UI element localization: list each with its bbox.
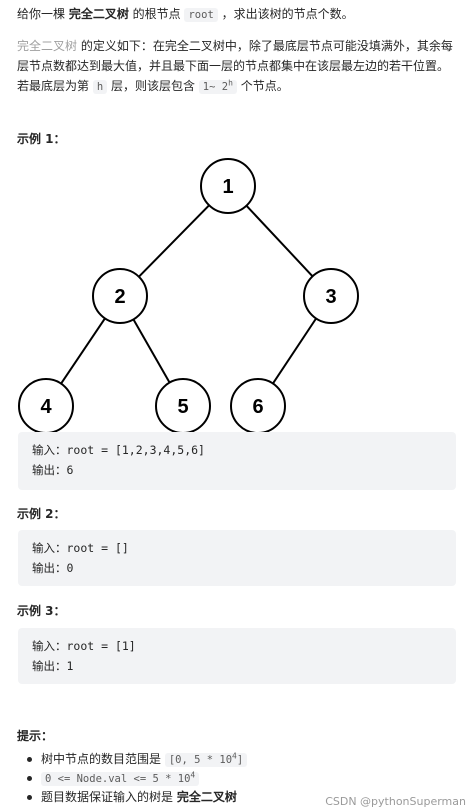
example-2-codebox: 输入：root = [] 输出：0 [18,530,456,586]
example-2-output: 输出：0 [32,561,74,575]
tips-list: 树中节点的数目范围是 [0, 5 * 104] 0 <= Node.val <=… [27,750,248,807]
tips-item-3-bold: 完全二叉树 [176,790,237,804]
inline-code-root: root [184,8,218,22]
example-3-codebox: 输入：root = [1] 输出：1 [18,628,456,684]
watermark: CSDN @pythonSuperman [325,795,466,808]
tree-node-label: 4 [40,396,52,418]
tips-item-text: 树中节点的数目范围是 [41,752,165,766]
tree-node-4: 4 [18,378,74,434]
tips-item-1-code-sup: 4 [232,751,237,761]
tree-node-label: 1 [222,176,233,198]
example-1-title: 示例 1： [17,132,66,146]
tree-node-label: 5 [177,396,188,418]
example-3-input: 输入：root = [1] [32,639,136,653]
tips-item-2-code-sup: 4 [190,770,196,780]
definition-link[interactable]: 完全二叉树 [17,39,78,53]
definition-text: 个节点。 [236,79,289,93]
intro-paragraph: 给你一棵 完全二叉树 的根节点 root ，求出该树的节点个数。 [17,4,457,25]
binary-tree-diagram: 1 2 3 4 5 6 [18,158,359,434]
tips-item-1-code-end: ] [236,754,244,766]
tree-edges [60,204,317,385]
tree-node-circle [92,268,148,324]
intro-text: ，求出该树的节点个数。 [217,7,354,21]
tree-node-6: 6 [230,378,286,434]
example-3-output: 输出：1 [32,659,74,673]
tree-node-5: 5 [155,378,211,434]
tips-item-text: 题目数据保证输入的树是 [41,790,177,804]
example-1-codebox: 输入：root = [1,2,3,4,5,6] 输出：6 [18,432,456,490]
definition-text: 层，则该层包含 [107,79,199,93]
tree-edge [138,204,210,278]
tree-node-circle [200,158,256,214]
tree-node-1: 1 [200,158,256,214]
tree-node-label: 6 [252,396,263,418]
example-3-title: 示例 3： [17,604,66,618]
definition-text: 的定义如下：在完全二叉树中，除了最底层节点可能没填满外，其余每层节点数都达到最大… [17,39,453,93]
tree-node-label: 2 [114,286,125,308]
tips-title: 提示： [17,729,54,743]
inline-code-range-sup: h [228,78,233,88]
intro-text: 的根节点 [128,7,185,21]
tips-item-2-code-base: 0 <= Node.val <= 5 * 10 [45,773,191,785]
tips-item-1-code-base: [0, 5 * 10 [168,754,233,766]
inline-code-range-base: 1~ 2 [202,81,229,93]
example-1-input: 输入：root = [1,2,3,4,5,6] [32,443,205,457]
tree-node-3: 3 [303,268,359,324]
tips-item-1: 树中节点的数目范围是 [0, 5 * 104] [27,750,248,769]
tree-node-2: 2 [92,268,148,324]
example-2-input: 输入：root = [] [32,541,129,555]
tree-edge [272,317,317,385]
definition-paragraph: 完全二叉树 的定义如下：在完全二叉树中，除了最底层节点可能没填满外，其余每层节点… [17,36,457,97]
tree-edge [132,318,171,384]
inline-code-range: 1~ 2h [198,78,237,94]
example-1-output: 输出：6 [32,463,74,477]
tips-item-2-code: 0 <= Node.val <= 5 * 104 [41,770,200,786]
tree-node-circle [303,268,359,324]
tree-node-label: 3 [325,286,336,308]
tips-item-2: 0 <= Node.val <= 5 * 104 [27,769,247,788]
tree-edge [245,205,314,277]
intro-bold-term: 完全二叉树 [68,7,129,21]
tips-item-3: 题目数据保证输入的树是 完全二叉树 [27,788,247,807]
intro-text: 给你一棵 [17,7,69,21]
tips-item-1-code: [0, 5 * 104] [164,751,248,767]
example-2-title: 示例 2： [17,507,66,521]
inline-code-h: h [92,80,108,94]
tree-edge [60,317,106,385]
tree-nodes: 1 2 3 4 5 6 [18,158,359,434]
